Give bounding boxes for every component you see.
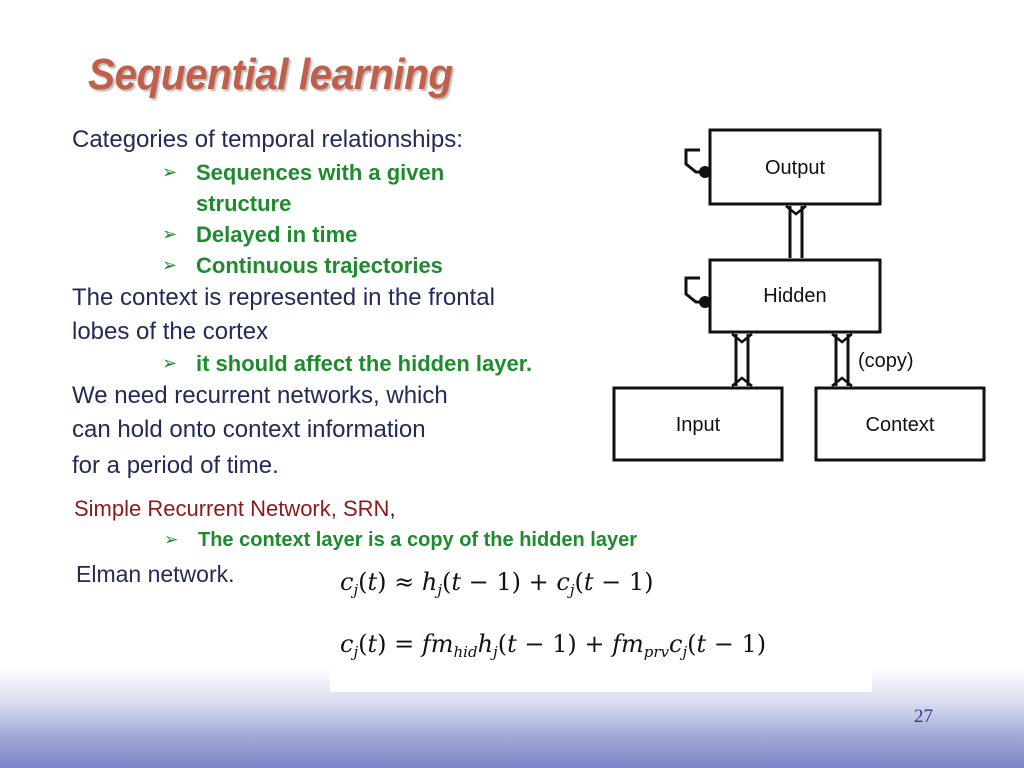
bullet-continuous: ➢ Continuous trajectories	[162, 253, 443, 279]
equation-2: cj(t) = fmhidhj(t − 1) + fmprvcj(t − 1)	[340, 630, 767, 661]
equation-box: cj(t) ≈ hj(t − 1) + cj(t − 1) cj(t) = fm…	[330, 560, 872, 692]
slide-title: Sequential learning	[88, 50, 453, 99]
output-loop-dot	[699, 166, 711, 178]
text-recurrent-1: We need recurrent networks, which	[72, 382, 448, 409]
bullet-sequences: ➢ Sequences with a given	[162, 160, 445, 186]
bullet-arrow-icon: ➢	[162, 224, 178, 244]
node-context-label: Context	[866, 414, 935, 436]
bullet-hidden-layer: ➢ it should affect the hidden layer.	[162, 351, 533, 377]
node-output	[708, 128, 882, 206]
bullet-text: it should affect the hidden layer.	[196, 351, 533, 376]
input-hidden-arrow-bottom-icon	[731, 376, 753, 387]
text-context-frontal: The context is represented in the fronta…	[72, 284, 495, 311]
node-context	[814, 386, 986, 462]
text-recurrent-3: for a period of time.	[72, 452, 279, 479]
srn-diagram: Output Hidden Input Context (copy)	[612, 128, 986, 462]
node-input-label: Input	[676, 414, 721, 436]
node-input	[612, 386, 784, 462]
srn-comma: ,	[389, 496, 396, 521]
bullet-text: Sequences with a given	[196, 160, 445, 185]
node-output-label: Output	[765, 157, 825, 179]
context-hidden-arrow-icon	[831, 333, 853, 344]
text-elman: Elman network.	[76, 561, 235, 587]
text-recurrent-2: can hold onto context information	[72, 416, 426, 443]
input-hidden-arrow-icon	[731, 333, 753, 344]
equation-1: cj(t) ≈ hj(t − 1) + cj(t − 1)	[340, 568, 654, 599]
node-hidden	[708, 258, 882, 334]
bullet-delayed: ➢ Delayed in time	[162, 222, 358, 248]
bullet-arrow-icon: ➢	[164, 530, 179, 549]
bullet-text: Delayed in time	[196, 222, 358, 247]
page-number: 27	[914, 706, 933, 727]
copy-label: (copy)	[858, 350, 914, 372]
bullet-arrow-icon: ➢	[162, 255, 178, 275]
srn-label: Simple Recurrent Network, SRN	[74, 496, 390, 521]
hidden-output-arrow-icon	[785, 205, 807, 216]
bullet-sequences-cont: structure	[196, 191, 292, 216]
bullet-arrow-icon: ➢	[162, 162, 178, 182]
bullet-text: The context layer is a copy of the hidde…	[198, 529, 638, 551]
bullet-context-copy: ➢ The context layer is a copy of the hid…	[164, 529, 638, 552]
hidden-loop-dot	[699, 296, 711, 308]
bullet-text: Continuous trajectories	[196, 253, 443, 278]
context-hidden-arrow-bottom-icon	[831, 376, 853, 387]
text-temporal-categories: Categories of temporal relationships:	[72, 126, 463, 153]
text-srn: Simple Recurrent Network, SRN,	[74, 496, 396, 522]
text-context-cortex: lobes of the cortex	[72, 318, 269, 345]
bullet-arrow-icon: ➢	[162, 353, 178, 373]
node-hidden-label: Hidden	[763, 285, 826, 307]
